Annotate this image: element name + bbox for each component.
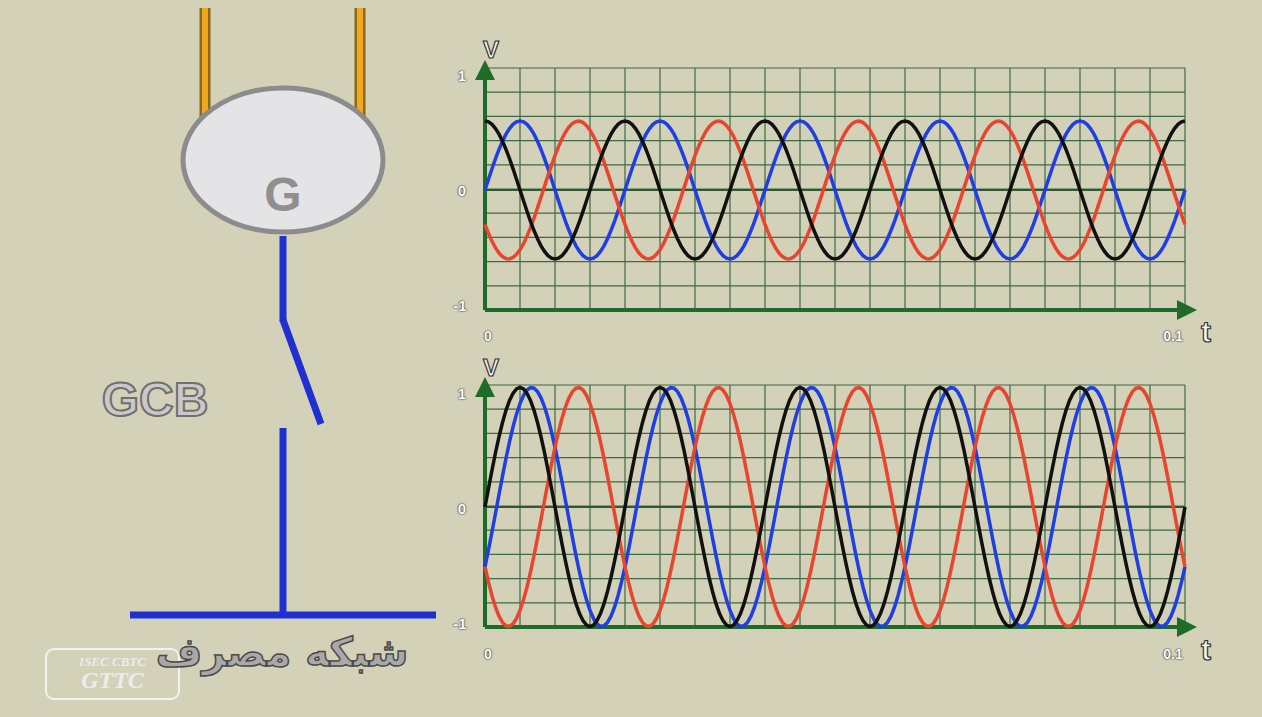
axis-name: t (1201, 317, 1211, 347)
grid-line (485, 116, 1185, 117)
grid-line (485, 554, 1185, 555)
grid-line (485, 433, 1185, 434)
grid-line (485, 237, 1185, 238)
phase-wave (485, 388, 1185, 627)
phase-wave (485, 121, 1185, 259)
t-axis (485, 308, 1193, 312)
watermark-text: ISEC CBTC (79, 655, 146, 669)
grid-line (485, 140, 1185, 141)
phase-wave (485, 121, 1185, 259)
chart (485, 381, 1193, 627)
tick-label: 1 (458, 386, 466, 401)
grid-line (485, 457, 1185, 458)
waveform-charts (485, 64, 1193, 627)
tick-label: -1 (453, 616, 466, 631)
tick-label: 0.1 (1163, 329, 1182, 343)
phase-wave (485, 388, 1185, 627)
phase-wave (485, 121, 1185, 259)
network-label: شبکه مصرف (156, 632, 409, 672)
tick-label: 0 (458, 183, 466, 198)
tick-label: 0 (484, 329, 492, 343)
axis-name: V (483, 38, 499, 62)
breaker-label: GCB (102, 376, 209, 424)
grid-line (485, 67, 1185, 68)
generator-circle: G (180, 85, 386, 235)
grid-line (485, 602, 1185, 603)
tick-label: 0 (484, 647, 492, 661)
grid-line (485, 384, 1185, 385)
phase-wave (485, 388, 1185, 627)
grid-line (485, 530, 1185, 531)
generator-letter: G (264, 171, 301, 219)
chart (485, 64, 1193, 310)
tick-label: -1 (453, 298, 466, 313)
tick-label: 0.1 (1163, 647, 1182, 661)
watermark-text: GTTC (81, 668, 144, 693)
grid-line (485, 261, 1185, 262)
grid-line (485, 285, 1185, 286)
single-line-wiring (130, 236, 436, 615)
tick-label: 0 (458, 501, 466, 516)
grid-line (485, 213, 1185, 214)
axis-name: t (1201, 635, 1211, 665)
grid-line (485, 92, 1185, 93)
grid-line (485, 164, 1185, 165)
grid-line (485, 578, 1185, 579)
tick-label: 1 (458, 68, 466, 83)
axis-name: V (483, 356, 499, 380)
grid-line (485, 481, 1185, 482)
